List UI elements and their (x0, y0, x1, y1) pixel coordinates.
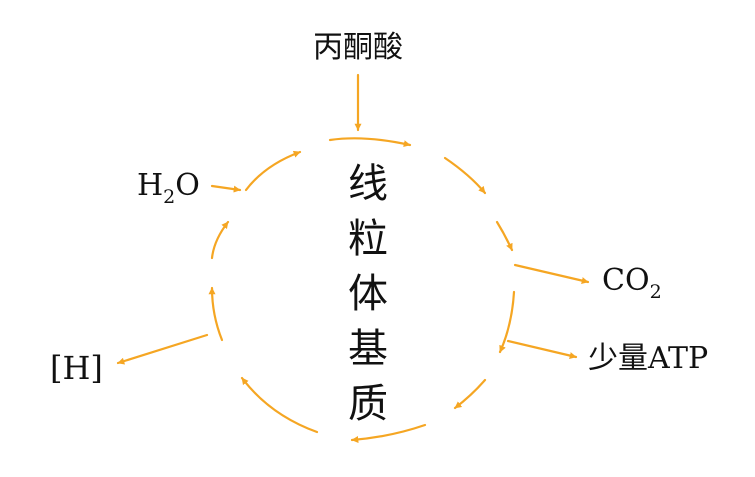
cycle-arrow-3 (495, 220, 514, 252)
co2-arrow (513, 263, 590, 284)
cycle-arrow-1 (328, 137, 412, 148)
cycle-arrow-5 (453, 378, 487, 410)
atp-arrow (506, 339, 578, 359)
cycle-arrow-4 (498, 290, 516, 354)
nadh-label: [H] (50, 349, 103, 387)
matrix-char-2: 粒 (348, 216, 388, 262)
matrix-char-1: 线 (348, 161, 388, 207)
cycle-arrow-9 (210, 220, 230, 260)
matrix-label: 线 粒 体 基 质 (348, 161, 388, 427)
cycle-arrow-10 (244, 150, 302, 192)
cycle-arrow-6 (350, 423, 427, 443)
pyruvate-label: 丙酮酸 (313, 30, 403, 65)
co2-label: CO2 (602, 263, 662, 303)
water-label: H2O (137, 168, 200, 208)
atp-label: 少量ATP (588, 341, 708, 376)
nadh-arrow (116, 333, 209, 365)
water-arrow (210, 184, 242, 193)
matrix-char-4: 基 (348, 326, 388, 372)
cycle-arrow-8 (208, 286, 224, 342)
cycle-arrow-2 (443, 156, 487, 195)
matrix-char-3: 体 (348, 271, 388, 317)
matrix-char-5: 质 (348, 381, 388, 427)
cycle-arrow-7 (240, 376, 319, 434)
cycle-arrows (208, 137, 516, 443)
